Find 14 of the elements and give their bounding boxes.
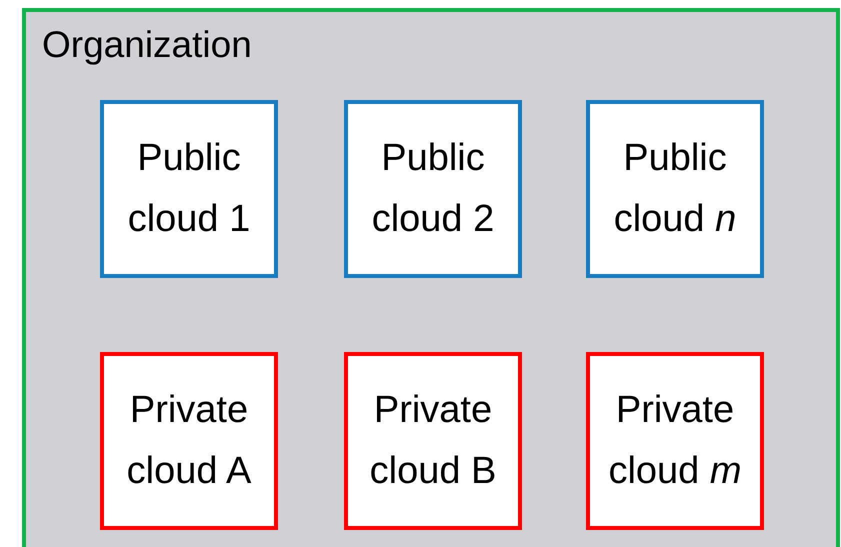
- box-label: Private cloud A: [126, 388, 252, 494]
- box-label: Public cloud 1: [126, 136, 252, 242]
- organization-container: [22, 8, 840, 547]
- container-title: Organization: [42, 26, 252, 63]
- box-label: Public cloud n: [612, 136, 738, 242]
- box-label: Public cloud 2: [370, 136, 496, 242]
- private-cloud-box: [586, 352, 764, 530]
- private-cloud-box: [100, 352, 278, 530]
- box-label: Private cloud B: [368, 388, 498, 494]
- private-cloud-box: [344, 352, 522, 530]
- box-label: Private cloud m: [607, 388, 743, 494]
- public-cloud-box: [344, 100, 522, 278]
- public-cloud-box: [100, 100, 278, 278]
- public-cloud-box: [586, 100, 764, 278]
